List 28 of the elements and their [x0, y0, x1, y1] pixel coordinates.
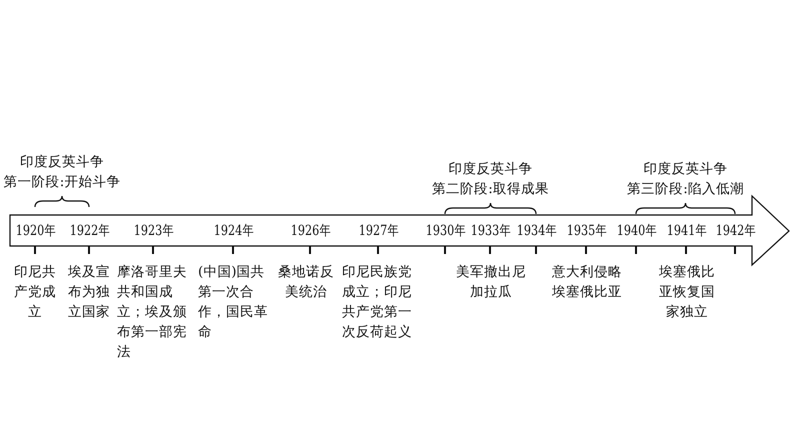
year-label: 1924年 [214, 222, 252, 241]
phase-label: 第一阶段:开始斗争 [4, 173, 120, 192]
event-text: 桑地诺反美统治 [277, 263, 335, 302]
year-label: 1927年 [358, 222, 398, 241]
event-text: 印尼民族党成立；印尼共产党第一次反荷起义 [342, 263, 413, 342]
year-label: 1935年 [566, 222, 606, 241]
year-label: 1942年 [716, 222, 754, 241]
year-label: 1940年 [616, 222, 656, 241]
event-text: 意大利侵略埃塞俄比亚 [551, 263, 623, 302]
year-label: 1933年 [470, 222, 510, 241]
year-label: 1934年 [516, 222, 556, 241]
event-text: 埃及宣布为独立国家 [67, 263, 111, 322]
year-label: 1926年 [290, 222, 330, 241]
year-label: 1941年 [666, 222, 706, 241]
phase-label: 第三阶段:陷入低潮 [627, 180, 744, 199]
event-text: 印尼共产党成立 [13, 263, 57, 322]
year-label: 1923年 [134, 222, 172, 241]
year-label: 1920年 [16, 222, 54, 241]
year-label: 1922年 [70, 222, 108, 241]
phase-label: 印度反英斗争 [448, 160, 532, 179]
phase-label: 第二阶段:取得成果 [432, 180, 549, 199]
phase-label: 印度反英斗争 [644, 160, 728, 179]
event-text: 美军撤出尼加拉瓜 [456, 263, 526, 302]
year-label: 1930年 [426, 222, 464, 241]
phase-label: 印度反英斗争 [20, 153, 104, 172]
event-text: 摩洛哥里夫共和国成立；埃及颁布第一部宪法 [117, 263, 188, 362]
event-text: (中国)国共第一次合作，国民革命 [198, 263, 269, 342]
event-text: 埃塞俄比亚恢复国家独立 [658, 263, 716, 322]
